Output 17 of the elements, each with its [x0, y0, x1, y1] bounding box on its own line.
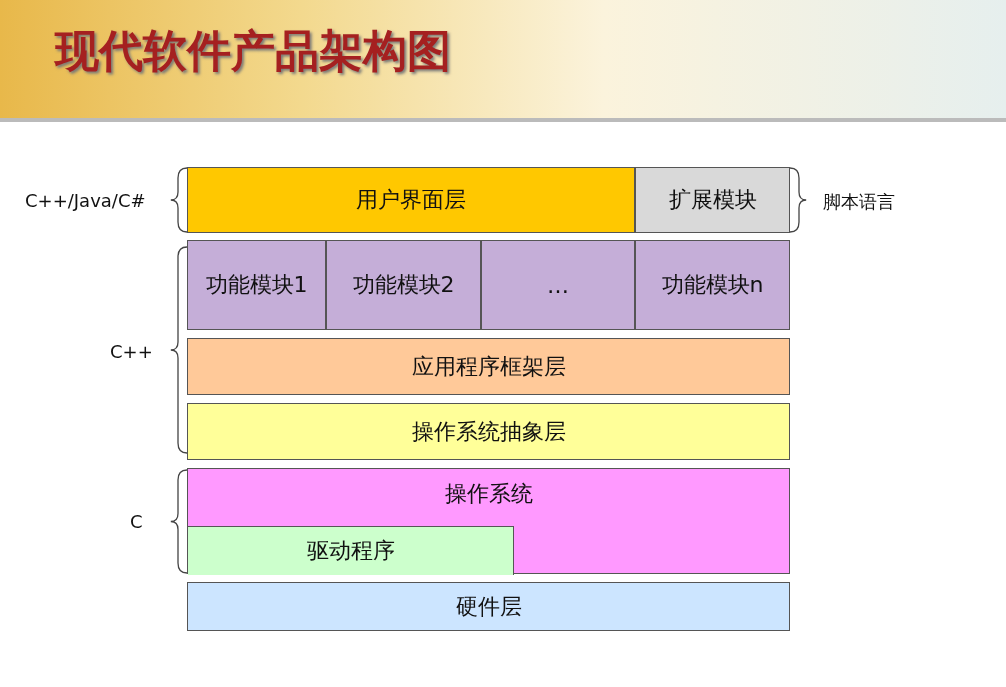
- language-label: C: [130, 511, 143, 532]
- language-label: C++: [110, 341, 153, 362]
- function-module-box: 功能模块2: [326, 240, 481, 330]
- ellipsis-box: …: [481, 240, 635, 330]
- framework-layer-box: 应用程序框架层: [187, 338, 790, 395]
- os-abstraction-box: 操作系统抽象层: [187, 403, 790, 460]
- os-box: [187, 468, 790, 574]
- driver-box: 驱动程序: [188, 526, 514, 575]
- function-module-box: 功能模块n: [635, 240, 790, 330]
- hardware-layer-box: 硬件层: [187, 582, 790, 631]
- language-label: 脚本语言: [823, 190, 895, 214]
- slide-title: 现代软件产品架构图: [55, 24, 451, 78]
- extension-module-box: 扩展模块: [635, 167, 790, 233]
- function-module-box: 功能模块1: [187, 240, 326, 330]
- language-label: C++/Java/C#: [25, 190, 146, 211]
- ui-layer-box: 用户界面层: [187, 167, 635, 233]
- layer-label: 操作系统: [444, 480, 533, 508]
